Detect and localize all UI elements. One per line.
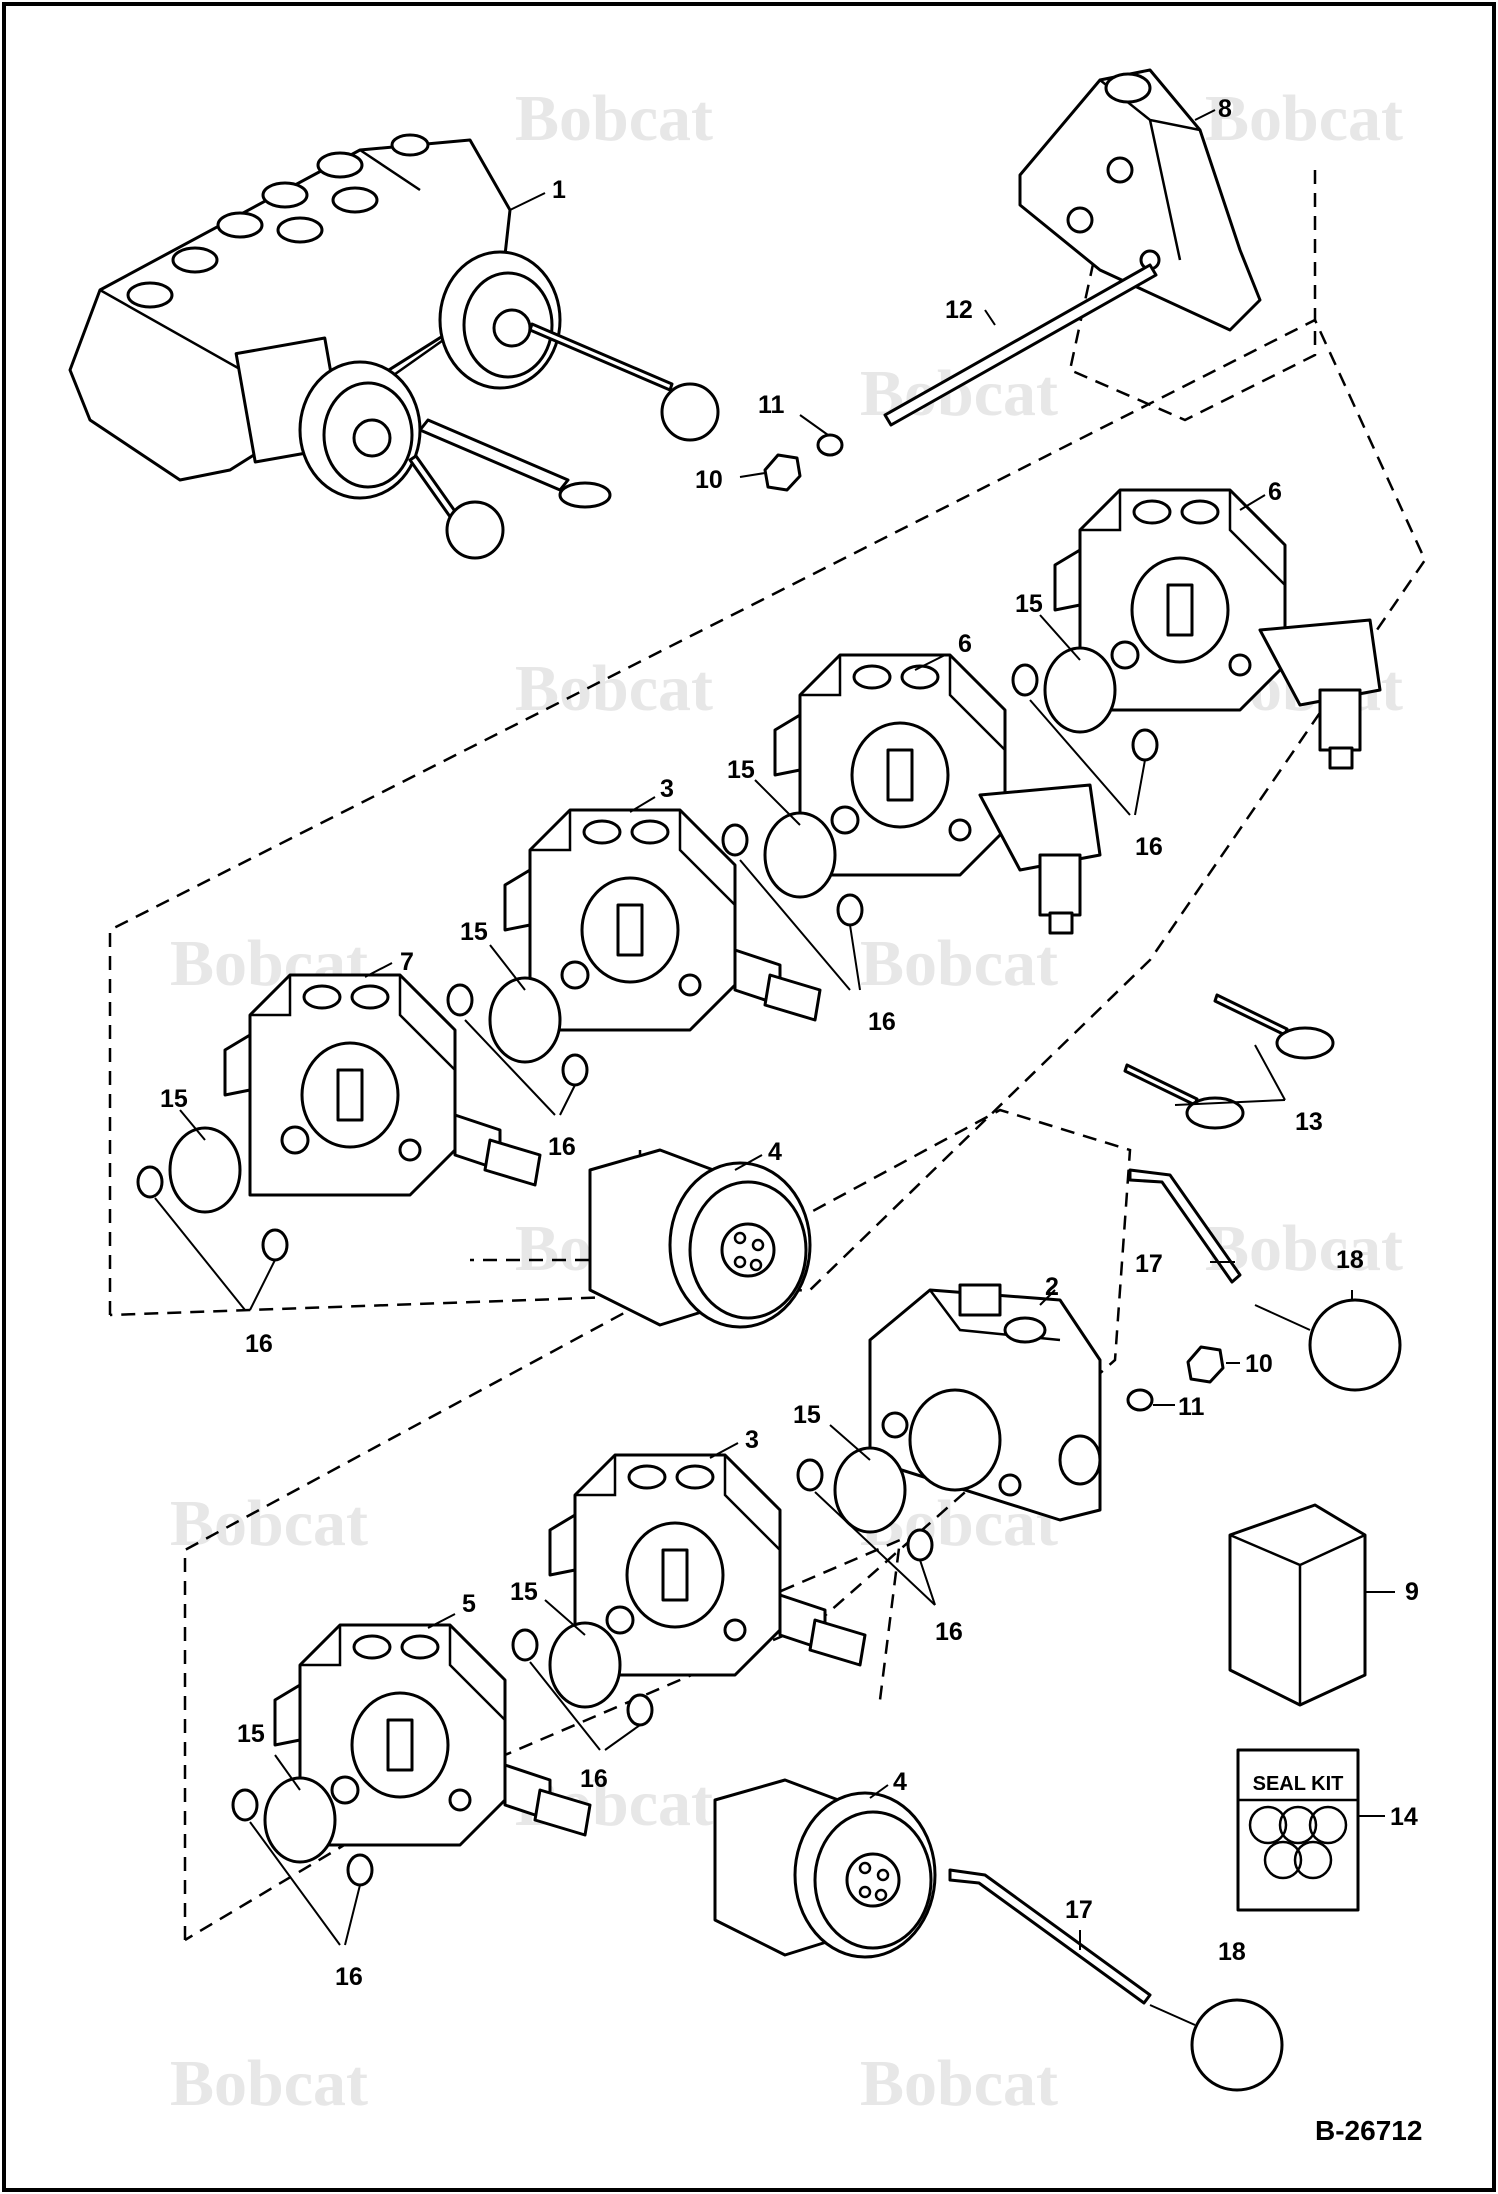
callout-15: 15: [460, 918, 488, 946]
valve-section-5: [273, 1623, 592, 1847]
callout-11: 11: [1178, 1393, 1205, 1421]
callout-4: 4: [768, 1138, 782, 1166]
watermark: Bobcat: [170, 1487, 368, 1560]
callout-16: 16: [548, 1133, 576, 1161]
callout-10: 10: [695, 466, 723, 494]
document-id: B-26712: [1315, 2115, 1422, 2146]
valve-section-6-upper: [1053, 488, 1382, 770]
callout-11: 11: [758, 391, 785, 419]
valve-bank-assembly: [68, 133, 720, 560]
seal-kit-label: SEAL KIT: [1253, 1773, 1344, 1795]
o-rings-upper: [136, 646, 1159, 1262]
callout-15: 15: [1015, 590, 1043, 618]
callout-14: 14: [1390, 1803, 1418, 1831]
callout-16: 16: [1135, 833, 1163, 861]
callout-17: 17: [1135, 1250, 1163, 1278]
inlet-section: [868, 1283, 1102, 1522]
callout-7: 7: [400, 948, 414, 976]
callout-18: 18: [1336, 1246, 1364, 1274]
actuator-lower: [713, 1778, 937, 1959]
callout-17: 17: [1065, 1896, 1093, 1924]
callout-16: 16: [868, 1008, 896, 1036]
callout-15: 15: [793, 1401, 821, 1429]
callout-16: 16: [580, 1765, 608, 1793]
callout-16: 16: [935, 1618, 963, 1646]
watermark: Bobcat: [860, 927, 1058, 1000]
callout-6: 6: [1268, 478, 1282, 506]
watermark: Bobcat: [1205, 82, 1403, 155]
callout-leaders-upper: [154, 614, 1146, 1311]
callout-6: 6: [958, 630, 972, 658]
seal-kit-card: SEAL KIT: [1236, 1748, 1360, 1912]
seal-kit-box: [1228, 1503, 1367, 1707]
callout-1: 1: [552, 176, 566, 204]
watermark: Bobcat: [515, 82, 713, 155]
callout-15: 15: [160, 1085, 188, 1113]
valve-section-7: [223, 973, 542, 1197]
tie-rod: [883, 263, 1158, 427]
nut-washer-lower: [1126, 1345, 1225, 1412]
nut-washer-top: [763, 433, 844, 492]
callout-16: 16: [245, 1330, 273, 1358]
callout-2: 2: [1045, 1273, 1059, 1301]
watermark: Bobcat: [170, 2047, 368, 2120]
watermark: Bobcat: [515, 652, 713, 725]
valve-section-6-lower: [773, 653, 1102, 935]
callout-9: 9: [1405, 1578, 1419, 1606]
callout-15: 15: [727, 756, 755, 784]
callout-13: 13: [1295, 1108, 1323, 1136]
callout-5: 5: [462, 1590, 476, 1618]
callout-15: 15: [510, 1578, 538, 1606]
callout-3: 3: [660, 775, 674, 803]
callout-8: 8: [1218, 95, 1232, 123]
valve-section-3-lower: [548, 1453, 867, 1677]
rod-and-knob-upper: [1128, 1168, 1402, 1392]
callout-4: 4: [893, 1768, 907, 1796]
callout-10: 10: [1245, 1350, 1273, 1378]
callout-3: 3: [745, 1426, 759, 1454]
end-cover: [1018, 68, 1262, 332]
callout-labels: 1 8 12 11 10 6 15 6 16 15 3 16 15 7 16 1…: [160, 95, 1419, 1991]
valve-section-3-upper: [503, 808, 822, 1032]
callout-leaders-lower: [249, 1424, 936, 1946]
callout-12: 12: [945, 296, 973, 324]
callout-16: 16: [335, 1963, 363, 1991]
callout-18: 18: [1218, 1938, 1246, 1966]
watermark: Bobcat: [860, 2047, 1058, 2120]
rod-and-knob-lower: [948, 1868, 1284, 2092]
callout-15: 15: [237, 1720, 265, 1748]
actuator-upper: [588, 1148, 812, 1329]
